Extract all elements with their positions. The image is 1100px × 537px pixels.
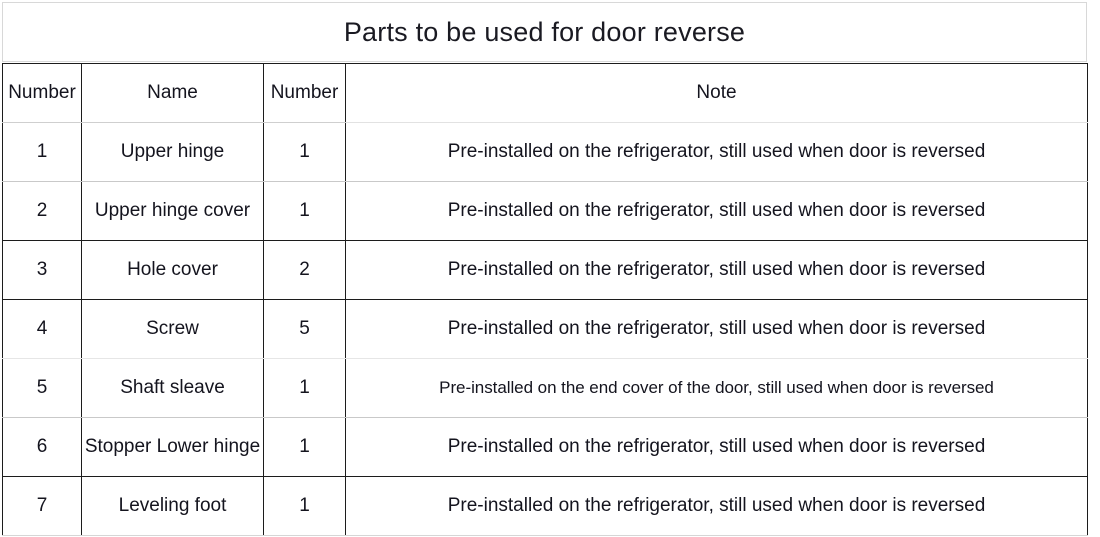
table-row: 2 Upper hinge cover 1 Pre-installed on t… — [2, 181, 1088, 241]
cell-name: Shaft sleave — [81, 358, 264, 418]
cell-number: 1 — [2, 122, 82, 182]
column-header-name: Name — [81, 63, 264, 123]
column-header-quantity: Number — [263, 63, 346, 123]
cell-number: 4 — [2, 299, 82, 359]
parts-table: Number Name Number Note 1 Upper hinge 1 … — [2, 63, 1088, 536]
column-header-note: Note — [345, 63, 1088, 123]
cell-quantity: 1 — [263, 181, 346, 241]
table-row: 7 Leveling foot 1 Pre-installed on the r… — [2, 476, 1088, 536]
cell-name: Hole cover — [81, 240, 264, 300]
cell-quantity: 1 — [263, 417, 346, 477]
cell-number: 2 — [2, 181, 82, 241]
cell-note: Pre-installed on the refrigerator, still… — [345, 181, 1088, 241]
cell-quantity: 1 — [263, 476, 346, 536]
cell-name: Screw — [81, 299, 264, 359]
cell-name: Leveling foot — [81, 476, 264, 536]
cell-note: Pre-installed on the end cover of the do… — [345, 358, 1088, 418]
table-row: 6 Stopper Lower hinge 1 Pre-installed on… — [2, 417, 1088, 477]
table-header-row: Number Name Number Note — [2, 63, 1088, 123]
column-header-number: Number — [2, 63, 82, 123]
table-row: 1 Upper hinge 1 Pre-installed on the ref… — [2, 122, 1088, 182]
cell-quantity: 2 — [263, 240, 346, 300]
cell-name: Upper hinge — [81, 122, 264, 182]
cell-note: Pre-installed on the refrigerator, still… — [345, 417, 1088, 477]
cell-number: 6 — [2, 417, 82, 477]
cell-name: Upper hinge cover — [81, 181, 264, 241]
table-row: 3 Hole cover 2 Pre-installed on the refr… — [2, 240, 1088, 300]
cell-number: 3 — [2, 240, 82, 300]
cell-note: Pre-installed on the refrigerator, still… — [345, 299, 1088, 359]
cell-quantity: 1 — [263, 122, 346, 182]
cell-number: 7 — [2, 476, 82, 536]
cell-note: Pre-installed on the refrigerator, still… — [345, 122, 1088, 182]
page-title: Parts to be used for door reverse — [343, 16, 746, 47]
table-row: 4 Screw 5 Pre-installed on the refrigera… — [2, 299, 1088, 359]
cell-note: Pre-installed on the refrigerator, still… — [345, 240, 1088, 300]
cell-note: Pre-installed on the refrigerator, still… — [345, 476, 1088, 536]
cell-name: Stopper Lower hinge — [81, 417, 264, 477]
cell-quantity: 1 — [263, 358, 346, 418]
table-title-cell: Parts to be used for door reverse — [2, 2, 1087, 62]
cell-quantity: 5 — [263, 299, 346, 359]
table-row: 5 Shaft sleave 1 Pre-installed on the en… — [2, 358, 1088, 418]
cell-number: 5 — [2, 358, 82, 418]
